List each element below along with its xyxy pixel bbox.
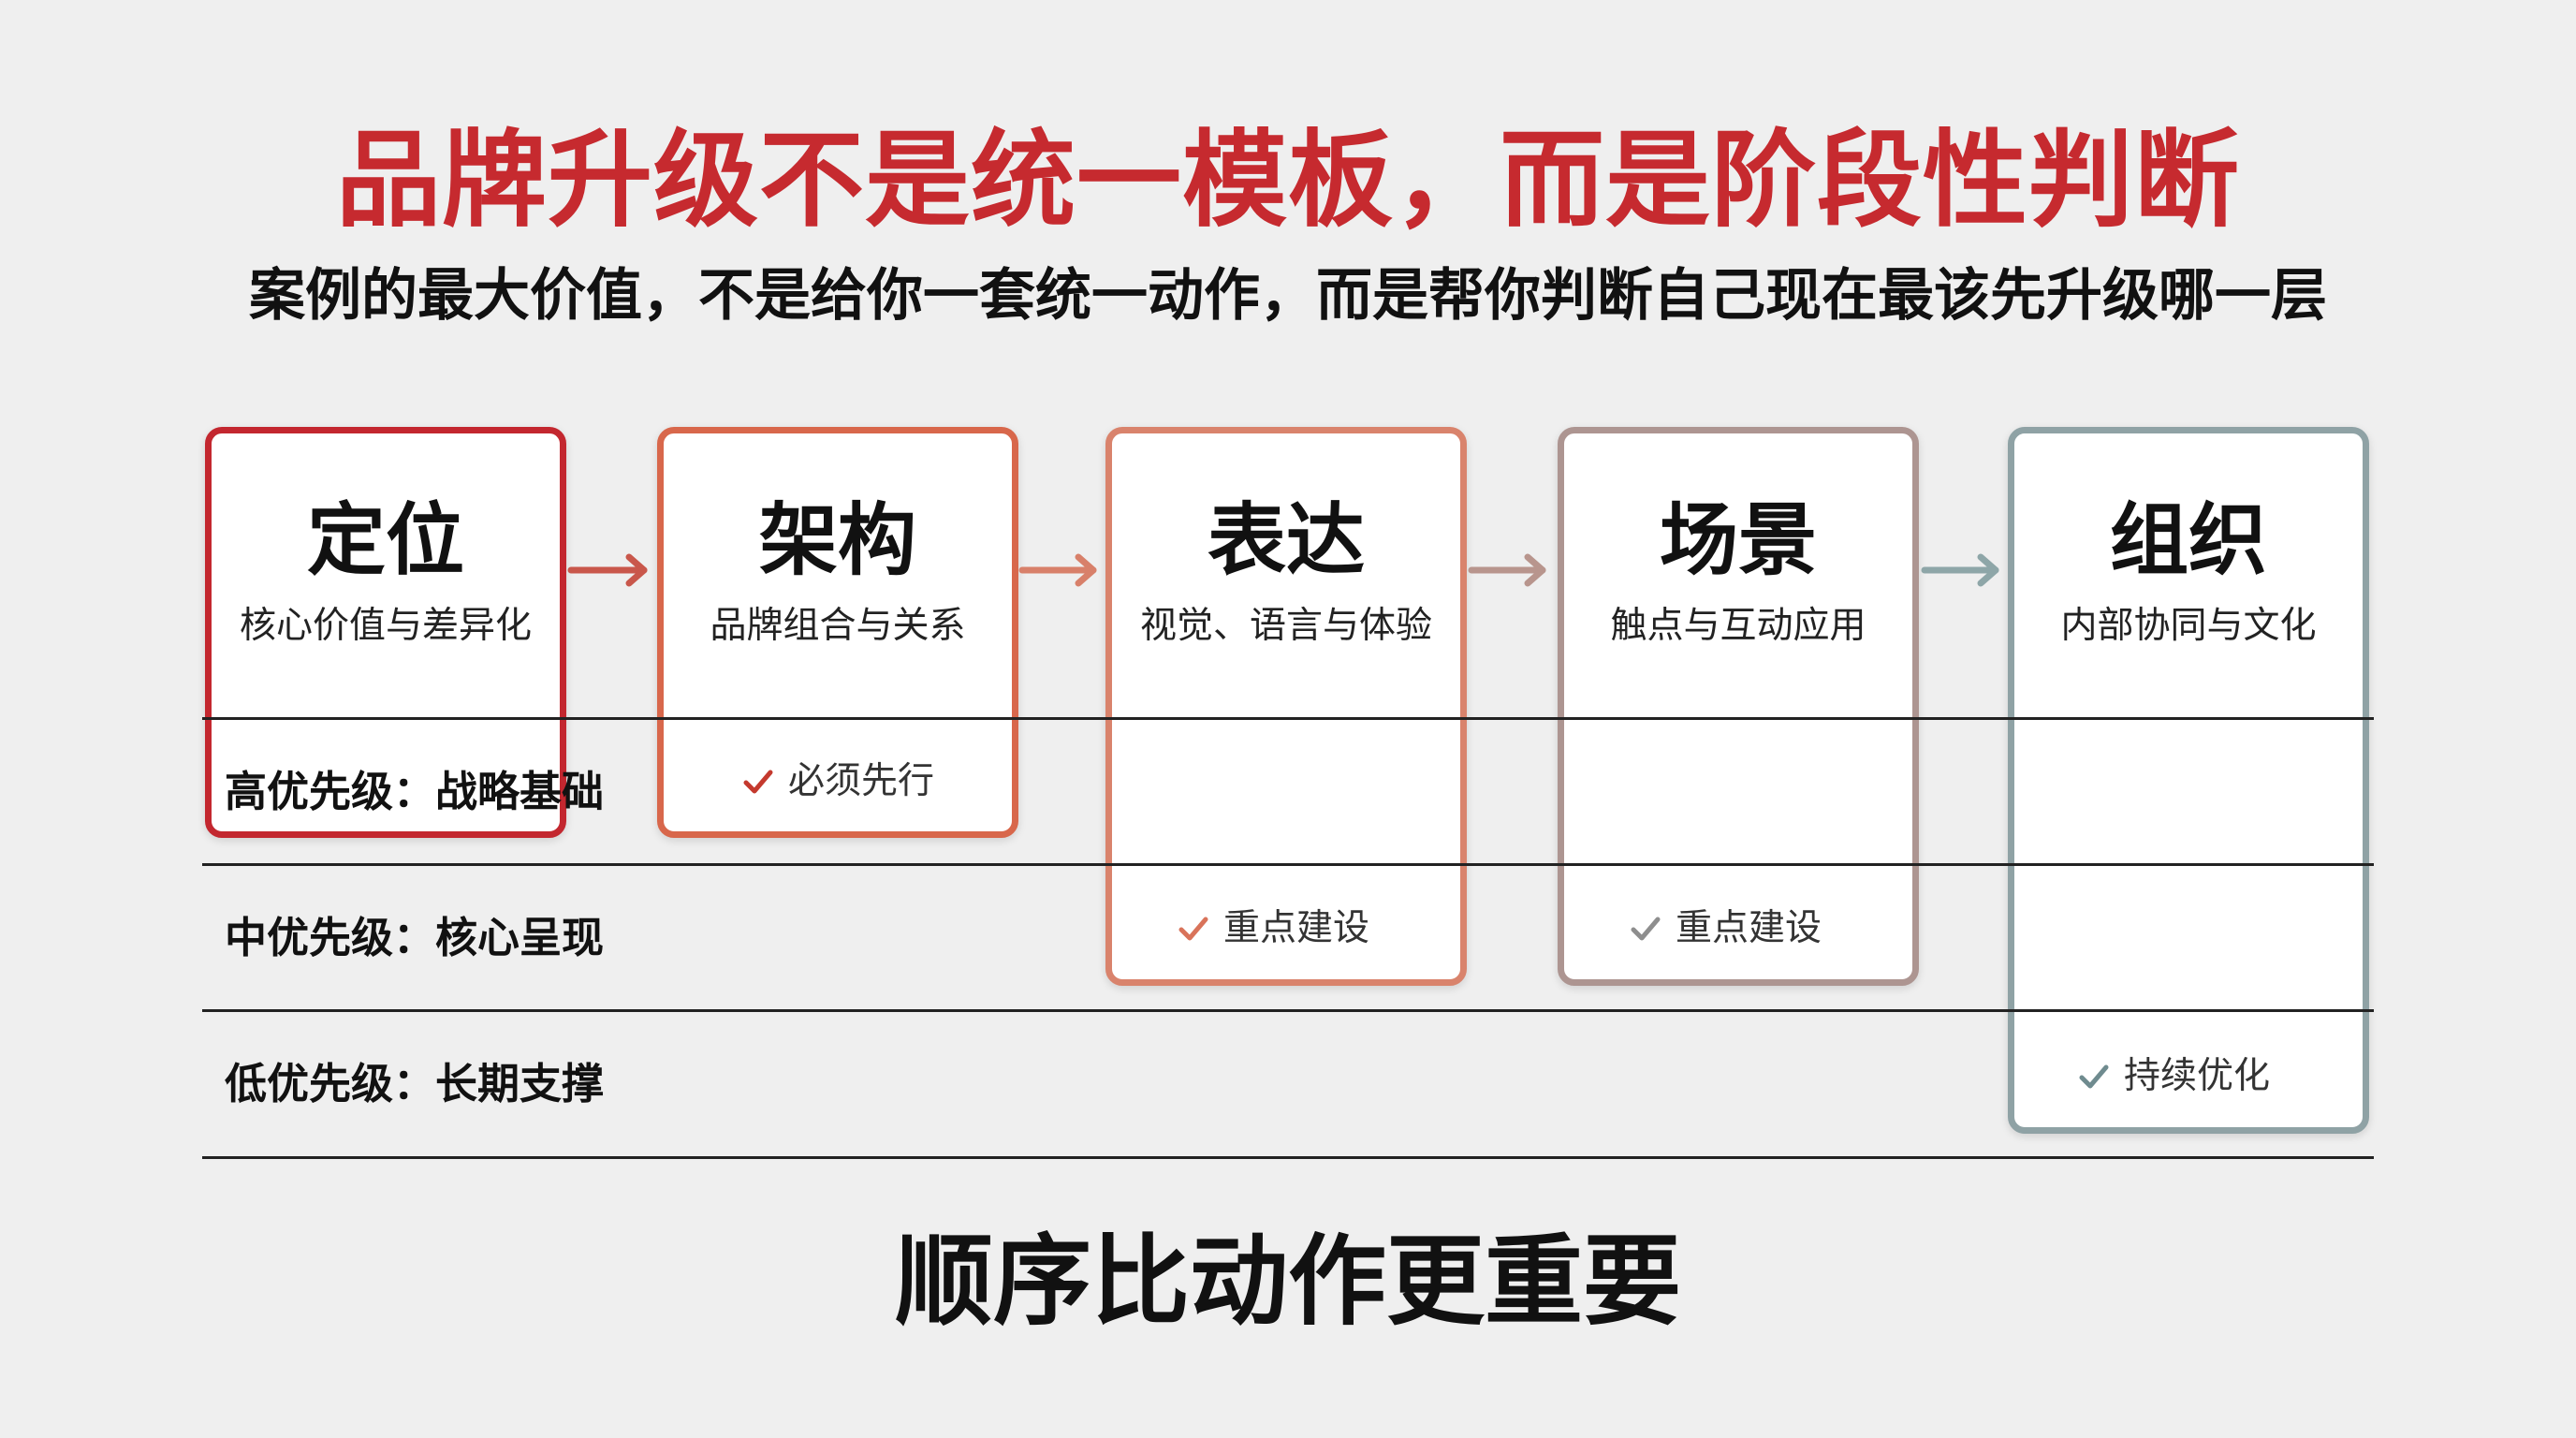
- stage-card-positioning: 定位 核心价值与差异化: [205, 427, 566, 838]
- check-icon: [1178, 917, 1208, 941]
- stage-desc: 视觉、语言与体验: [1139, 605, 1432, 647]
- check-icon: [1631, 917, 1661, 941]
- stage-name: 场景: [1659, 494, 1817, 586]
- mark-continuous-optimization: 持续优化: [2033, 1050, 2314, 1103]
- footer-slogan: 顺序比动作更重要: [894, 1225, 1681, 1339]
- check-icon: [743, 770, 773, 794]
- mark-text: 必须先行: [787, 760, 934, 802]
- stage-desc: 核心价值与差异化: [239, 605, 532, 647]
- row-divider: [202, 717, 2374, 720]
- mark-key-build: 重点建设: [1133, 902, 1413, 955]
- stage-card-architecture: 架构 品牌组合与关系: [657, 427, 1018, 838]
- stage-name: 表达: [1207, 494, 1365, 586]
- priority-label-high: 高优先级：战略基础: [225, 767, 605, 816]
- mark-text: 重点建设: [1675, 907, 1822, 949]
- stage-card-organization: 组织 内部协同与文化: [2008, 427, 2369, 1134]
- arrow-right-icon: [1018, 551, 1099, 589]
- check-icon: [2079, 1064, 2109, 1089]
- stage-card-scenario: 场景 触点与互动应用: [1558, 427, 1919, 986]
- mark-text: 重点建设: [1222, 907, 1369, 949]
- row-divider: [202, 1156, 2374, 1159]
- row-divider: [202, 863, 2374, 866]
- page-subtitle: 案例的最大价值，不是给你一套统一动作，而是帮你判断自己现在最该先升级哪一层: [249, 263, 2327, 329]
- arrow-right-icon: [1921, 551, 2001, 589]
- stage-desc: 内部协同与文化: [2060, 605, 2317, 647]
- stage-desc: 品牌组合与关系: [710, 605, 966, 647]
- arrow-right-icon: [1468, 551, 1548, 589]
- arrow-right-icon: [567, 551, 650, 589]
- stage-name: 定位: [306, 494, 464, 586]
- stage-card-expression: 表达 视觉、语言与体验: [1105, 427, 1467, 986]
- mark-key-build: 重点建设: [1585, 902, 1866, 955]
- stage-name: 组织: [2109, 494, 2267, 586]
- priority-label-medium: 中优先级：核心呈现: [225, 913, 605, 962]
- stage-name: 架构: [758, 494, 916, 586]
- page-title: 品牌升级不是统一模板，而是阶段性判断: [336, 120, 2240, 242]
- stage-desc: 触点与互动应用: [1610, 605, 1866, 647]
- priority-label-low: 低优先级：长期支撑: [225, 1059, 605, 1108]
- mark-must-first: 必须先行: [697, 756, 978, 808]
- mark-text: 持续优化: [2123, 1055, 2270, 1097]
- row-divider: [202, 1009, 2374, 1012]
